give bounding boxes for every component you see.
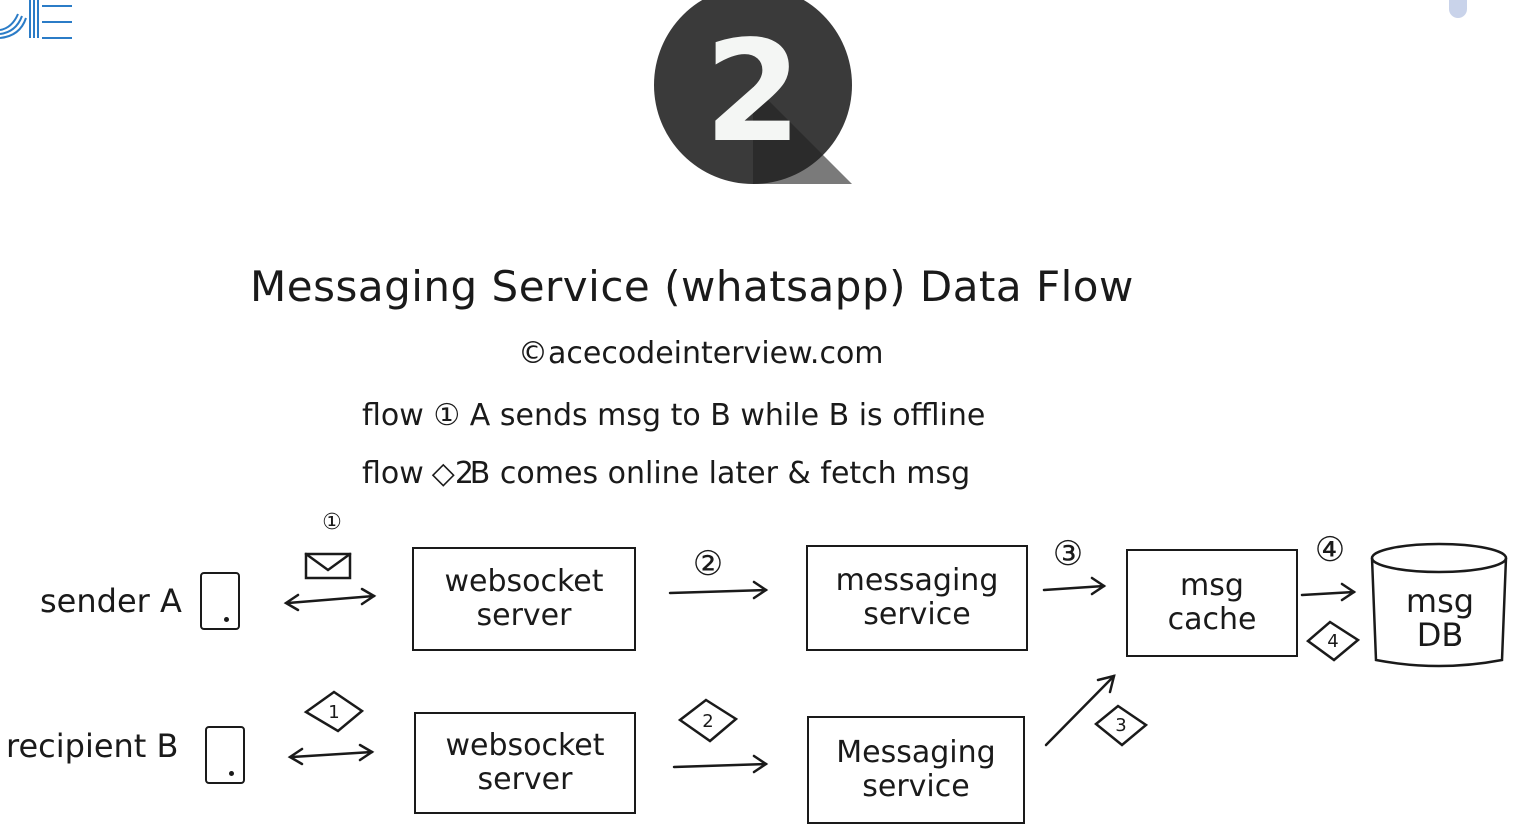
flow-2-description: B comes online later & fetch msg xyxy=(469,456,971,491)
diamond-step-4: 4 xyxy=(1327,631,1338,652)
messaging-service-bottom: Messaging service xyxy=(807,716,1025,824)
flow-2-legend: flow◇2B comes online later & fetch msg xyxy=(362,456,971,491)
step-4: ④ xyxy=(1314,530,1346,570)
diamond-step-2: 2 xyxy=(702,711,713,732)
flow-1-description: A sends msg to B while B is offline xyxy=(469,398,986,433)
msg-cache: msg cache xyxy=(1126,549,1298,657)
step-number-badge: 2 xyxy=(654,0,852,184)
step-1: ① xyxy=(322,510,342,535)
logo xyxy=(0,0,72,39)
corner-tab xyxy=(1449,0,1467,18)
copyright-notice: ©acecodeinterview.com xyxy=(518,336,884,371)
phone-icon xyxy=(200,572,240,630)
svg-text:2: 2 xyxy=(704,11,801,174)
diamond-step-1: 1 xyxy=(328,702,339,723)
database-icon xyxy=(1370,542,1508,668)
diagram-title: Messaging Service (whatsapp) Data Flow xyxy=(250,262,1134,311)
websocket-server-top: websocket server xyxy=(412,547,636,651)
sender-label: sender A xyxy=(40,582,182,620)
msg-db-label: msg DB xyxy=(1405,582,1475,654)
step-3: ③ xyxy=(1052,534,1084,574)
flow-1-marker: ① xyxy=(433,398,461,433)
diamond-step-3: 3 xyxy=(1115,715,1126,736)
recipient-label: recipient B xyxy=(6,727,179,765)
phone-icon xyxy=(205,726,245,784)
messaging-service-top: messaging service xyxy=(806,545,1028,651)
step-2: ② xyxy=(692,544,724,584)
websocket-server-bottom: websocket server xyxy=(414,712,636,814)
